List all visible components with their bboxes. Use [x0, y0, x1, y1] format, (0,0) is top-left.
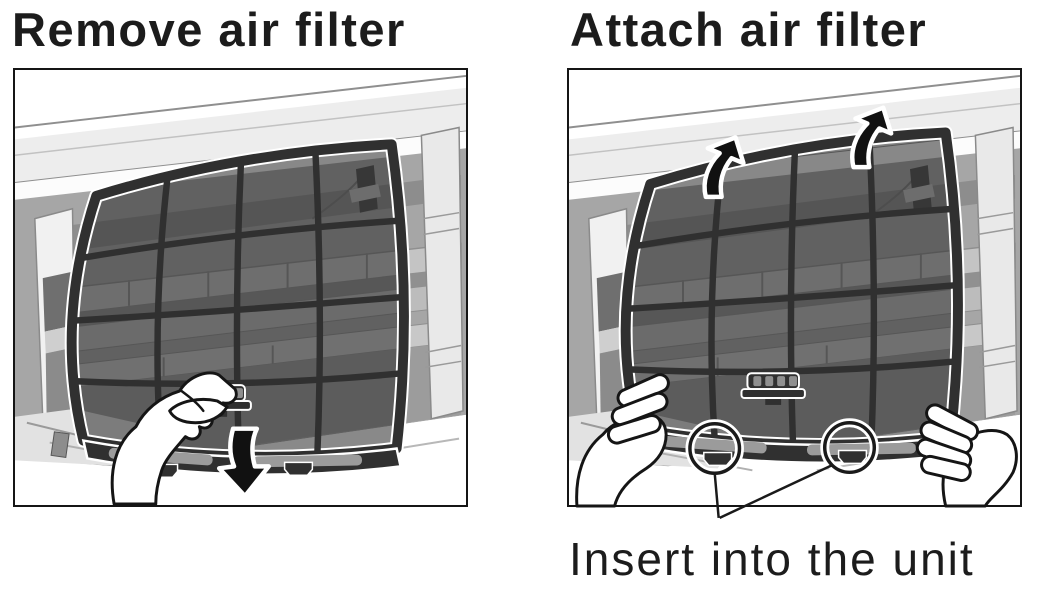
remove-illustration — [14, 69, 467, 506]
leader-lines — [713, 464, 833, 520]
remove-section-title: Remove air filter — [12, 3, 406, 56]
right-hand — [915, 403, 1018, 508]
air-filter — [626, 132, 958, 465]
highlight-circle-right — [820, 418, 879, 477]
pinching-hand — [110, 371, 238, 506]
attach-section-title: Attach air filter — [570, 3, 928, 56]
left-hand — [575, 373, 670, 508]
insert-annotation: Insert into the unit — [569, 533, 975, 585]
attach-illustration-frame — [567, 68, 1022, 520]
attach-illustration — [568, 69, 1021, 520]
remove-illustration-frame — [13, 68, 468, 507]
